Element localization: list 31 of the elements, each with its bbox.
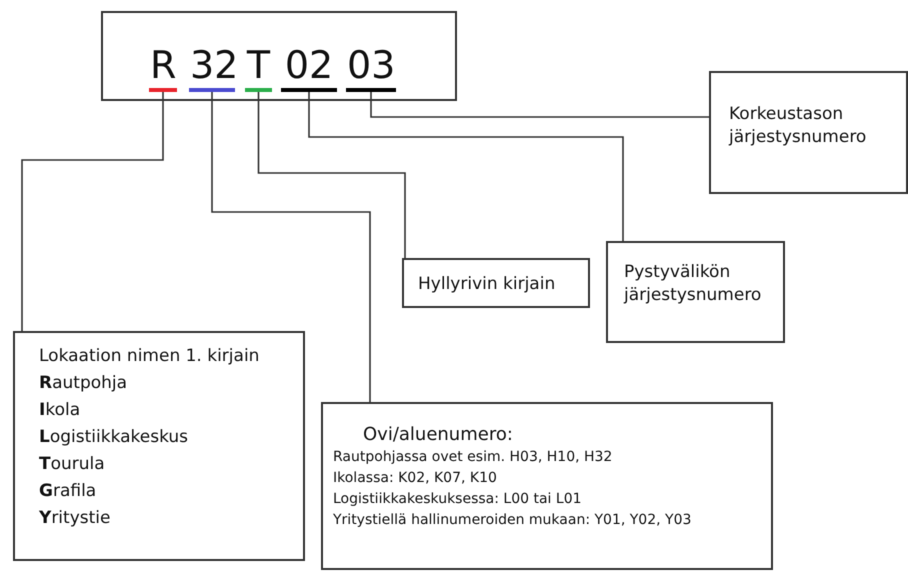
list-item: Tourula xyxy=(39,453,105,476)
label-box xyxy=(606,241,785,343)
label-box xyxy=(709,71,908,194)
leader-line xyxy=(211,92,371,402)
box-heading: Ovi/aluenumero: xyxy=(363,424,513,445)
leader-line xyxy=(21,92,164,331)
code-box xyxy=(101,11,457,101)
code-segment: 02 xyxy=(281,45,337,92)
box-heading: Lokaation nimen 1. kirjain xyxy=(39,345,260,368)
list-item: Yritystiellä hallinumeroiden mukaan: Y01, Y02, Y03 xyxy=(333,511,692,530)
list-item: Logistiikkakeskus xyxy=(39,426,188,449)
code-segment: T xyxy=(245,45,272,92)
code-segment: 03 xyxy=(346,45,396,92)
list-item: Ikola xyxy=(39,399,80,422)
list-item: Grafila xyxy=(39,480,96,503)
leader-line xyxy=(308,92,624,241)
list-item: Ikolassa: K02, K07, K10 xyxy=(333,469,497,488)
list-item: Yritystie xyxy=(39,507,110,530)
box-label: Korkeustason järjestysnumero xyxy=(729,103,868,149)
list-item: Rautpohjassa ovet esim. H03, H10, H32 xyxy=(333,448,612,467)
code-segment: R xyxy=(149,45,177,92)
leader-line xyxy=(258,92,406,258)
label-box xyxy=(321,402,773,570)
code-segment: 32 xyxy=(189,45,235,92)
label-box xyxy=(402,258,590,308)
list-item: Logistiikkakeskuksessa: L00 tai L01 xyxy=(333,490,582,509)
list-item: Rautpohja xyxy=(39,372,128,395)
box-label: Hyllyrivin kirjain xyxy=(418,273,556,296)
leader-line xyxy=(370,92,709,118)
box-label: Pystyvälikön järjestysnumero xyxy=(624,261,762,307)
label-box xyxy=(13,331,305,561)
